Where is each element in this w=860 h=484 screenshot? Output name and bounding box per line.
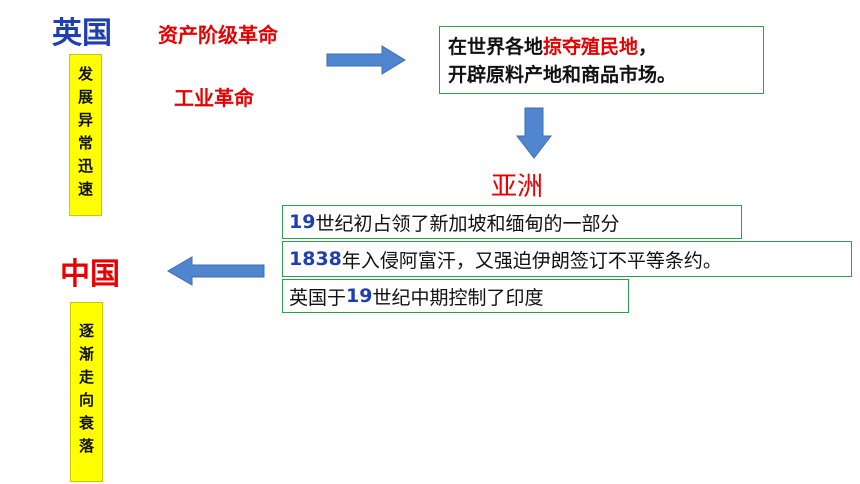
bourgeois-revolution-heading: 资产阶级革命: [158, 23, 278, 47]
industrial-revolution-heading: 工业革命: [174, 86, 254, 110]
goal-line-2: 开辟原料产地和商品市场。: [448, 64, 677, 86]
event-2-number: 1838: [289, 248, 342, 270]
goal-suffix: ，: [638, 36, 658, 58]
colonial-goal-box: 在世界各地掠夺殖民地， 开辟原料产地和商品市场。: [439, 26, 764, 94]
event-3-text: 世纪中期控制了印度: [372, 286, 544, 309]
china-label: 中国: [60, 257, 120, 292]
goal-highlight: 掠夺殖民地: [543, 36, 639, 58]
britain-label: 英国: [52, 16, 112, 51]
event-1-number: 19: [289, 211, 316, 233]
left-arrow-icon: [167, 256, 265, 286]
event-3-prefix: 英国于: [289, 286, 347, 309]
china-decline-box: 逐渐走向衰落: [70, 302, 103, 482]
down-arrow-icon: [515, 107, 553, 159]
goal-prefix: 在世界各地: [448, 36, 544, 58]
event-1-text: 世纪初占领了新加坡和缅甸的一部分: [315, 212, 620, 235]
event-3-number: 19: [346, 285, 373, 307]
goal-line-1: 在世界各地掠夺殖民地，: [448, 33, 755, 61]
right-arrow-icon: [326, 45, 406, 75]
asia-label: 亚洲: [491, 172, 544, 202]
event-2-text: 年入侵阿富汗，又强迫伊朗签订不平等条约。: [341, 249, 722, 272]
britain-development-box: 发展异常迅速: [69, 54, 102, 216]
